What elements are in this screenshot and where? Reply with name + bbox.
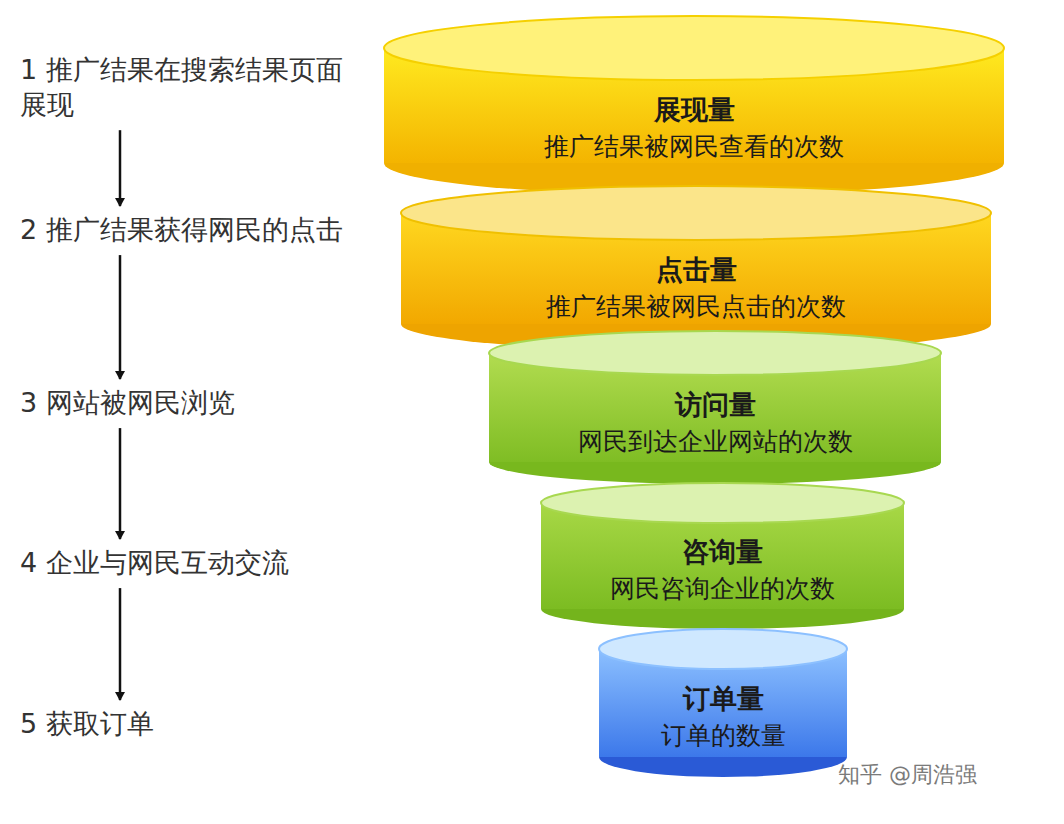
cylinder-top: [384, 16, 1004, 80]
cylinder-top: [541, 483, 904, 523]
band-heading: 咨询量: [682, 532, 763, 571]
band-description: 网民到达企业网站的次数: [578, 424, 853, 460]
watermark: 知乎 @周浩强: [838, 760, 977, 790]
band-heading: 访问量: [675, 385, 756, 424]
band-heading: 展现量: [654, 90, 735, 129]
flow-arrow: [119, 255, 122, 379]
band-description: 订单的数量: [661, 718, 786, 754]
step-text-box: 1 推广结果在搜索结果页面展现: [20, 52, 350, 122]
step-text-box: 5 获取订单: [20, 706, 350, 741]
step-text: 1 推广结果在搜索结果页面展现: [20, 54, 343, 120]
step-text: 3 网站被网民浏览: [20, 387, 235, 418]
band-heading: 点击量: [656, 250, 737, 289]
funnel-band: 点击量推广结果被网民点击的次数: [400, 185, 992, 352]
funnel-band: 访问量网民到达企业网站的次数: [488, 330, 942, 485]
step-text-box: 4 企业与网民互动交流: [20, 545, 350, 580]
band-description: 推广结果被网民查看的次数: [544, 129, 844, 165]
band-description: 网民咨询企业的次数: [610, 571, 835, 607]
funnel-band: 咨询量网民咨询企业的次数: [540, 482, 905, 630]
cylinder-top: [489, 331, 941, 375]
step-text: 4 企业与网民互动交流: [20, 547, 289, 578]
flow-arrow: [119, 588, 122, 700]
funnel-band: 展现量推广结果被网民查看的次数: [383, 15, 1005, 196]
flow-arrow: [119, 428, 122, 539]
step-text: 5 获取订单: [20, 708, 154, 739]
step-text-box: 3 网站被网民浏览: [20, 385, 350, 420]
band-heading: 订单量: [683, 679, 764, 718]
cylinder-top: [401, 186, 991, 240]
flow-arrow: [119, 130, 122, 206]
funnel-band: 订单量订单的数量: [598, 628, 848, 778]
step-text-box: 2 推广结果获得网民的点击: [20, 212, 350, 247]
cylinder-top: [599, 629, 847, 669]
band-description: 推广结果被网民点击的次数: [546, 289, 846, 325]
step-text: 2 推广结果获得网民的点击: [20, 214, 343, 245]
